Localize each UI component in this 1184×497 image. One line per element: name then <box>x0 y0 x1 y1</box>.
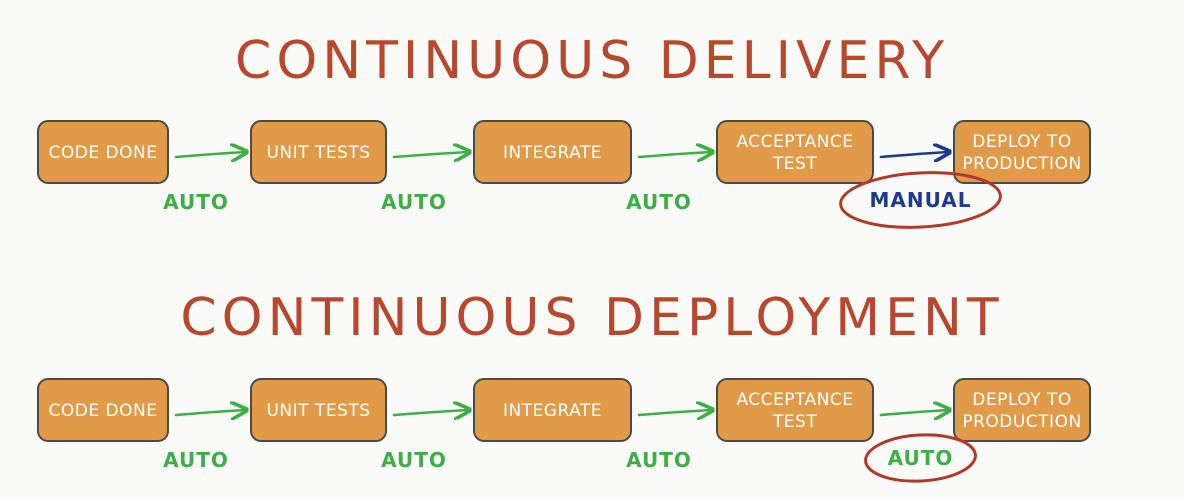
stage-label: CODE DONE <box>49 401 158 421</box>
transition-4: MANUAL <box>839 152 1002 229</box>
stage-box <box>37 378 169 442</box>
stage-label: DEPLOY TO <box>972 132 1071 152</box>
stage-box <box>473 120 632 184</box>
auto-arrow <box>174 152 245 157</box>
transition-2: AUTO <box>381 410 468 472</box>
stage-label: CODE DONE <box>49 143 158 163</box>
stage-label: INTEGRATE <box>503 143 602 163</box>
transition-3: AUTO <box>626 152 711 214</box>
stage-box <box>716 120 874 184</box>
stage-label: ACCEPTANCE <box>736 390 853 410</box>
stage-label: INTEGRATE <box>503 401 602 421</box>
stage-box <box>250 120 387 184</box>
stage-label: UNIT TESTS <box>266 401 370 421</box>
transition-4: AUTO <box>864 410 977 483</box>
stage-label: PRODUCTION <box>962 412 1081 432</box>
section-title: CONTINUOUS DELIVERY <box>235 31 949 91</box>
highlight-circle <box>864 433 977 483</box>
stage-code-done: CODE DONE <box>37 378 169 442</box>
auto-arrow <box>637 410 711 415</box>
section-delivery: CONTINUOUS DELIVERY CODE DONE UNIT TESTS IN… <box>37 31 1091 229</box>
stage-box <box>37 120 169 184</box>
auto-arrow <box>392 410 468 415</box>
stage-box <box>250 378 387 442</box>
stage-integrate: INTEGRATE <box>473 378 632 442</box>
auto-arrow <box>637 152 711 157</box>
stage-code-done: CODE DONE <box>37 120 169 184</box>
stage-box <box>953 378 1091 442</box>
manual-arrow <box>879 152 948 157</box>
transition-1: AUTO <box>163 410 245 472</box>
transition-1: AUTO <box>163 152 245 214</box>
stage-box <box>473 378 632 442</box>
auto-arrow <box>879 410 948 415</box>
stage-label: PRODUCTION <box>962 154 1081 174</box>
transition-label: MANUAL <box>870 188 972 212</box>
transition-label: AUTO <box>381 190 447 214</box>
stage-unit-tests: UNIT TESTS <box>250 378 387 442</box>
section-title: CONTINUOUS DEPLOYMENT <box>180 288 1003 348</box>
stage-integrate: INTEGRATE <box>473 120 632 184</box>
transition-label: AUTO <box>626 448 692 472</box>
transition-label: AUTO <box>626 190 692 214</box>
auto-arrow <box>392 152 468 157</box>
stage-label: DEPLOY TO <box>972 390 1071 410</box>
stage-unit-tests: UNIT TESTS <box>250 120 387 184</box>
transition-3: AUTO <box>626 410 711 472</box>
stage-label: UNIT TESTS <box>266 143 370 163</box>
stage-box <box>953 120 1091 184</box>
section-deployment: CONTINUOUS DEPLOYMENT CODE DONE UNIT TESTS… <box>37 288 1091 483</box>
stage-label: TEST <box>772 154 817 174</box>
auto-arrow <box>174 410 245 415</box>
stage-label: TEST <box>772 412 817 432</box>
stage-label: ACCEPTANCE <box>736 132 853 152</box>
transition-label: AUTO <box>163 448 229 472</box>
transition-label: AUTO <box>381 448 447 472</box>
transition-label: AUTO <box>888 446 954 470</box>
highlight-circle <box>839 171 1002 229</box>
stage-box <box>716 378 874 442</box>
transition-2: AUTO <box>381 152 468 214</box>
transition-label: AUTO <box>163 190 229 214</box>
